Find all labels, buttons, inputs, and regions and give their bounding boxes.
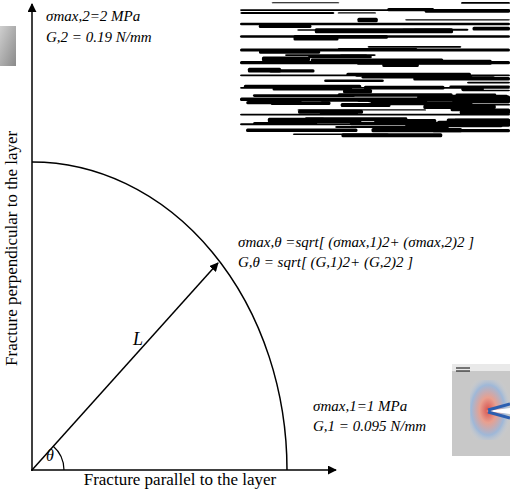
strength-value: σmax,2=2 MPa [46,8,140,25]
energy-value: G,2 = 0.19 N/mm [46,29,152,46]
vector-label: L [133,330,143,350]
angle-arc [53,446,64,470]
specimen-thumbnail [0,26,16,66]
axis-title: Fracture parallel to the layer [84,471,277,490]
layer-micrograph [240,0,510,137]
y-axis [31,4,33,471]
fracture-specimen [452,364,510,456]
formula: G,θ = sqrt[ (G,1)2+ (G,2)2 ] [238,254,413,271]
vector-arrow [32,263,218,470]
energy-value: G,1 = 0.095 N/mm [313,418,426,435]
axis-title: Fracture perpendicular to the layer [4,130,23,365]
failure-envelope [32,162,287,470]
angle-label: θ [46,447,54,465]
strength-value: σmax,1=1 MPa [313,398,407,415]
formula: σmax,θ =sqrt[ (σmax,1)2+ (σmax,2)2 ] [238,234,474,251]
